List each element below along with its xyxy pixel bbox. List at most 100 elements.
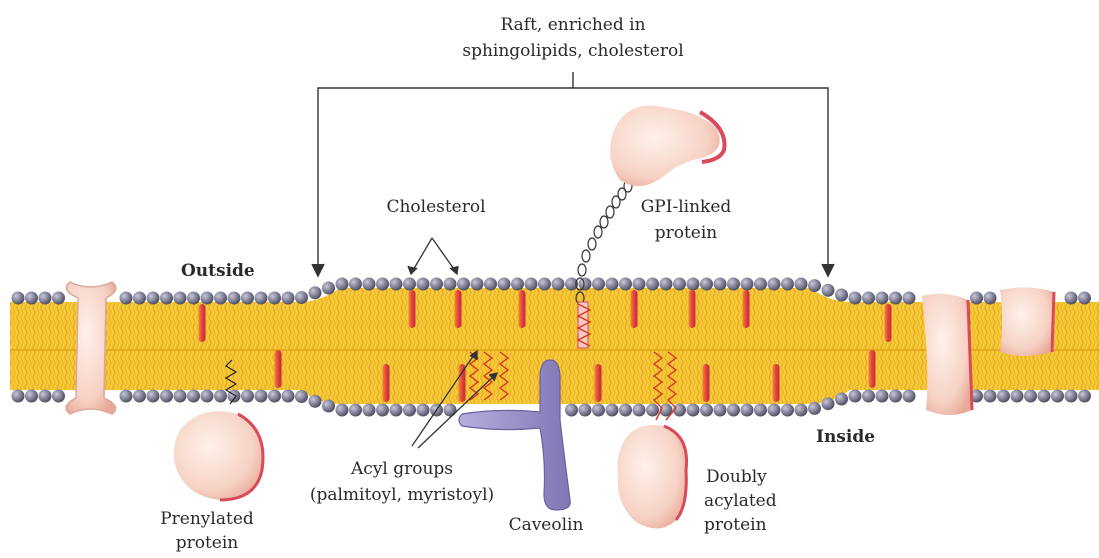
head-group [633,278,646,291]
head-group [160,292,173,305]
head-group [349,404,362,417]
head-group [498,278,511,291]
head-group [700,404,713,417]
head-group [660,278,673,291]
head-group [147,292,160,305]
head-group [1078,292,1091,305]
head-group [619,404,632,417]
cholesterol-molecule [885,304,892,342]
head-group [174,292,187,305]
head-group [889,292,902,305]
head-group [606,278,619,291]
head-group [241,390,254,403]
head-group [390,404,403,417]
raft-bracket [312,72,834,276]
head-group [552,278,565,291]
head-group [201,390,214,403]
head-group [835,392,848,405]
head-group [754,404,767,417]
head-group [579,404,592,417]
head-group [808,402,821,415]
head-group [835,289,848,302]
cholesterol-molecule [595,364,602,402]
head-group [376,278,389,291]
head-group [39,292,52,305]
head-group [12,390,25,403]
head-group [889,390,902,403]
head-group [12,292,25,305]
head-group [849,292,862,305]
cholesterol-molecule [703,364,710,402]
head-group [862,292,875,305]
head-group [606,404,619,417]
head-group [120,292,133,305]
gpi-anchor-link [588,238,596,250]
head-group [268,390,281,403]
cholesterol-molecule [383,364,390,402]
head-group [781,404,794,417]
head-group [309,395,322,408]
head-group [52,292,65,305]
cholesterol-molecule [773,364,780,402]
head-group [484,278,497,291]
outside-label: Outside [181,261,255,281]
head-group [349,278,362,291]
head-group [282,292,295,305]
head-group [768,278,781,291]
head-group [133,390,146,403]
head-group [862,390,875,403]
head-group [592,404,605,417]
head-group [1078,390,1091,403]
head-group [565,404,578,417]
head-group [241,292,254,305]
head-group [619,278,632,291]
head-group [444,404,457,417]
head-group [741,278,754,291]
gpi-label-line1: GPI-linked [641,197,732,217]
head-group [984,292,997,305]
head-group [255,390,268,403]
doubly-label-line2: acylated [704,491,777,511]
head-group [187,292,200,305]
head-group [1065,292,1078,305]
head-group [997,390,1010,403]
head-group [700,278,713,291]
head-group [1011,390,1024,403]
head-group [984,390,997,403]
head-group [174,390,187,403]
cholesterol-molecule [455,290,462,328]
head-group [309,286,322,299]
head-group [525,278,538,291]
head-group [295,390,308,403]
head-group [282,390,295,403]
head-group [120,390,133,403]
head-group [592,278,605,291]
acyl-label-line1: Acyl groups [350,459,453,479]
cholesterol-molecule [689,290,696,328]
head-group [403,404,416,417]
gpi-anchor-link [600,216,608,228]
head-group [255,292,268,305]
head-group [511,278,524,291]
head-group [336,404,349,417]
doubly-label-line1: Doubly [706,467,767,487]
head-group [147,390,160,403]
head-group [633,404,646,417]
head-group [417,278,430,291]
head-group [646,278,659,291]
head-group [714,404,727,417]
head-group [1065,390,1078,403]
head-group [52,390,65,403]
gpi-anchor-link [582,250,590,262]
head-group [876,390,889,403]
head-group [876,292,889,305]
head-group [538,278,551,291]
head-group [849,390,862,403]
head-group [160,390,173,403]
head-group [727,404,740,417]
head-group [646,404,659,417]
head-group [741,404,754,417]
head-group [187,390,200,403]
head-group [457,278,470,291]
cholesterol-label: Cholesterol [386,197,485,217]
